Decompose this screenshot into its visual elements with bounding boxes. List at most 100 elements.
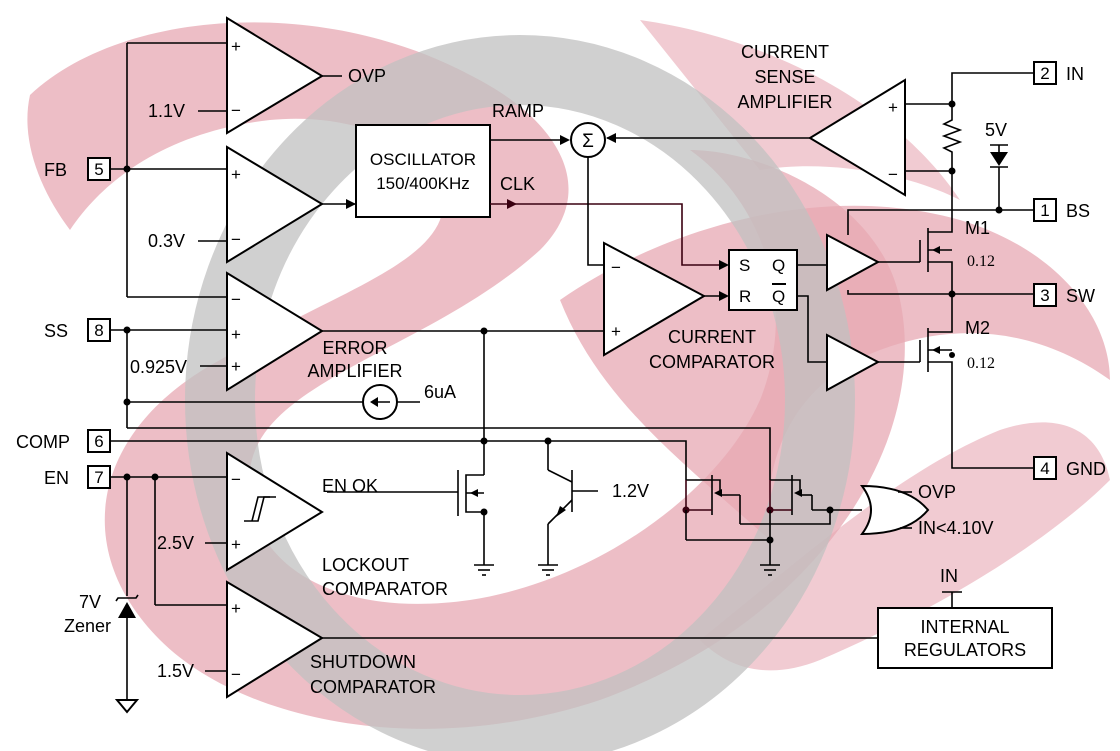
svg-text:S: S <box>739 256 750 275</box>
pin-ss-number: 8 <box>94 321 103 340</box>
pin-en: 7 EN <box>44 465 111 489</box>
svg-text:Q: Q <box>772 256 785 275</box>
svg-text:COMPARATOR: COMPARATOR <box>322 579 448 599</box>
pin-en-name: EN <box>44 468 69 488</box>
oscillator-block: OSCILLATOR 150/400KHz <box>355 124 491 218</box>
regulator-in-label: IN <box>940 566 958 586</box>
ovp-output-label: OVP <box>348 66 386 86</box>
svg-text:7V: 7V <box>79 592 101 612</box>
pin-fb-number: 5 <box>94 160 103 179</box>
pin-bs-number: 1 <box>1040 201 1049 220</box>
pin-in-name: IN <box>1066 64 1084 84</box>
ref-1-1v-label: 1.1V <box>148 101 185 121</box>
m1-label: M1 <box>965 218 990 238</box>
bootstrap-diode: 5V <box>985 120 1008 214</box>
svg-text:+: + <box>231 325 241 344</box>
svg-text:−: − <box>231 230 241 249</box>
svg-text:Σ: Σ <box>582 131 594 152</box>
pin-en-number: 7 <box>94 468 103 487</box>
v1-2-label: 1.2V <box>612 481 649 501</box>
current-sense-amplifier: + − CURRENT SENSE AMPLIFIER <box>737 42 906 197</box>
en-ok-label: EN OK <box>322 476 378 496</box>
current-comparator: − + CURRENT COMPARATOR <box>603 241 775 372</box>
internal-regulators: INTERNAL REGULATORS IN <box>877 566 1053 669</box>
pin-ss: 8 SS <box>44 318 111 342</box>
pin-comp-name: COMP <box>16 432 70 452</box>
svg-text:+: + <box>231 599 241 618</box>
svg-text:+: + <box>888 98 898 117</box>
clk-label: CLK <box>500 174 535 194</box>
pin-sw: 3 SW <box>1033 283 1095 307</box>
svg-text:AMPLIFIER: AMPLIFIER <box>737 92 832 112</box>
pin-in-number: 2 <box>1040 64 1049 83</box>
svg-text:−: − <box>611 258 621 277</box>
pin-ss-name: SS <box>44 321 68 341</box>
svg-text:+: + <box>611 322 621 341</box>
sr-flip-flop: S R Q Q <box>728 249 798 311</box>
current-source-6ua: 6uA <box>123 330 456 428</box>
fb-wiring <box>110 42 227 298</box>
en-wiring <box>110 473 227 714</box>
pin-gnd-number: 4 <box>1040 459 1049 478</box>
svg-text:INTERNAL: INTERNAL <box>920 617 1009 637</box>
svg-text:COMPARATOR: COMPARATOR <box>649 352 775 372</box>
or-input-ovp: OVP <box>918 482 956 502</box>
svg-text:LOCKOUT: LOCKOUT <box>322 555 409 575</box>
svg-text:CURRENT: CURRENT <box>741 42 829 62</box>
or-gate: OVP IN<4.10V <box>860 482 994 538</box>
pin-bs: 1 BS <box>1033 198 1090 222</box>
ovp-comparator: + − OVP 1.1V <box>148 16 386 135</box>
svg-text:ERROR: ERROR <box>322 338 387 358</box>
v5-label: 5V <box>985 120 1007 140</box>
pin-sw-number: 3 <box>1040 286 1049 305</box>
svg-text:R: R <box>739 287 751 306</box>
m2-label: M2 <box>965 318 990 338</box>
svg-text:Zener: Zener <box>64 616 111 636</box>
ref-0-925v-label: 0.925V <box>130 357 187 377</box>
svg-text:−: − <box>888 165 898 184</box>
svg-text:+: + <box>231 165 241 184</box>
mosfet-m2: M2 0.12 <box>919 294 1034 469</box>
pulldown-fets <box>682 475 862 576</box>
svg-text:−: − <box>231 470 241 489</box>
uvp-comparator: + − 0.3V <box>148 145 356 264</box>
pin-gnd-name: GND <box>1066 459 1106 479</box>
high-side-driver <box>797 233 920 292</box>
svg-text:Q: Q <box>772 287 785 306</box>
ramp-label: RAMP <box>492 101 544 121</box>
svg-text:+: + <box>231 357 241 376</box>
svg-text:−: − <box>231 665 241 684</box>
svg-text:+: + <box>231 37 241 56</box>
pin-bs-name: BS <box>1066 201 1090 221</box>
oscillator-frequency: 150/400KHz <box>376 174 470 193</box>
svg-text:−: − <box>231 290 241 309</box>
svg-text:−: − <box>231 101 241 120</box>
low-side-driver <box>797 295 920 392</box>
or-input-uvlo: IN<4.10V <box>918 518 994 538</box>
zener-diode: 7V Zener <box>64 592 139 636</box>
ref-1-5v-label: 1.5V <box>157 661 194 681</box>
summing-junction: Σ <box>570 122 606 158</box>
svg-text:COMPARATOR: COMPARATOR <box>310 677 436 697</box>
oscillator-title: OSCILLATOR <box>370 150 476 169</box>
current-6ua-label: 6uA <box>424 382 456 402</box>
svg-text:+: + <box>231 535 241 554</box>
sense-resistor <box>905 72 1034 215</box>
ref-0-3v-label: 0.3V <box>148 231 185 251</box>
m2-resistance: 0.12 <box>967 355 995 372</box>
shutdown-comparator: + − SHUTDOWN COMPARATOR <box>226 580 436 699</box>
pin-comp-number: 6 <box>94 432 103 451</box>
ref-2-5v-label: 2.5V <box>157 533 194 553</box>
clamp-transistor: 1.2V <box>538 441 649 576</box>
en-ok-fet: EN OK <box>322 441 494 576</box>
pin-in: 2 IN <box>1033 61 1084 85</box>
svg-text:SHUTDOWN: SHUTDOWN <box>310 652 416 672</box>
pin-comp: 6 COMP <box>16 429 111 453</box>
pin-sw-name: SW <box>1066 286 1095 306</box>
svg-text:REGULATORS: REGULATORS <box>904 640 1026 660</box>
lockout-comparator: − + LOCKOUT COMPARATOR <box>226 451 448 599</box>
svg-text:SENSE: SENSE <box>754 67 815 87</box>
pin-fb-name: FB <box>44 160 67 180</box>
